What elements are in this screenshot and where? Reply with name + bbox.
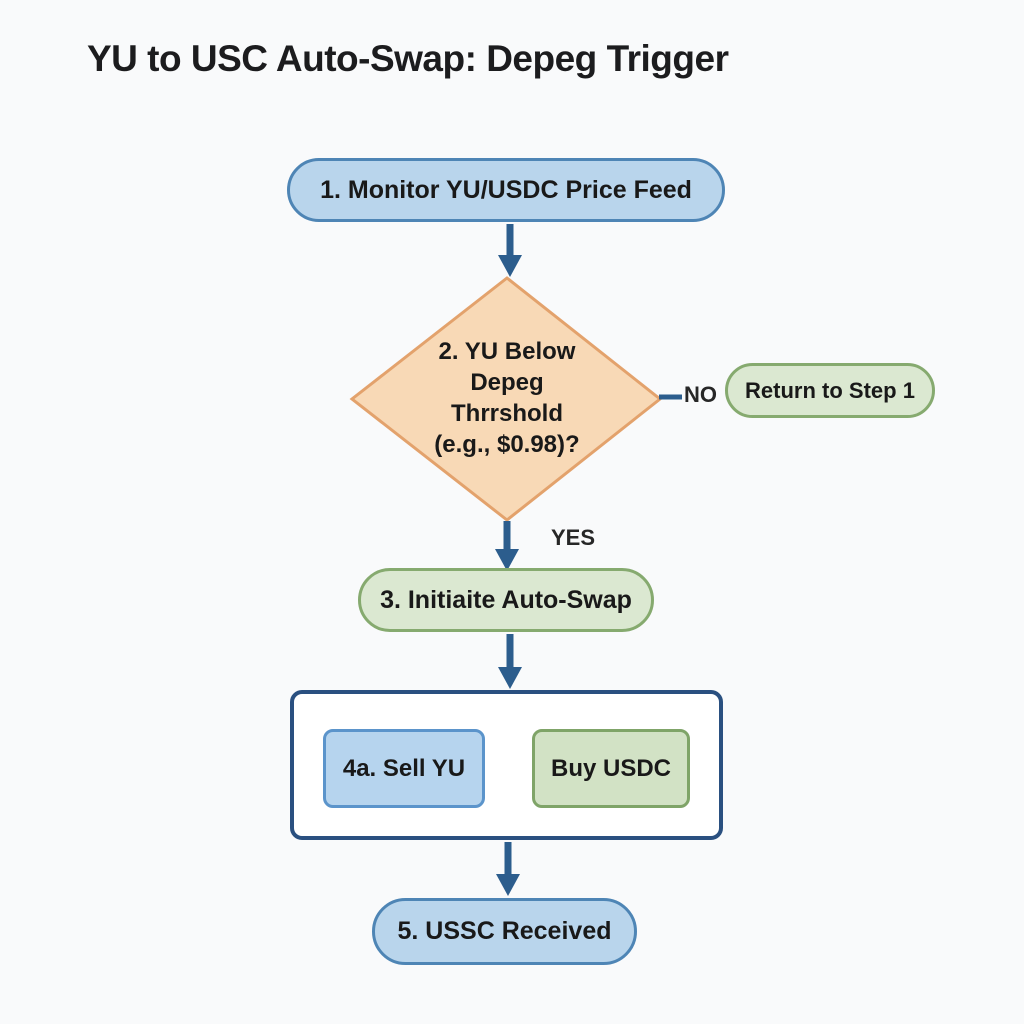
edge-label-yes: YES [551,525,596,550]
decision-line-4: (e.g., $0.98)? [434,431,580,458]
page-title: YU to USC Auto-Swap: Depeg Trigger [87,38,729,79]
decision-line-3: Thrrshold [451,400,563,427]
node-return-to-step1: Return to Step 1 [725,363,935,418]
node-step5-label: 5. USSC Received [397,917,612,945]
decision-line-1: 2. YU Below [438,338,576,365]
node-step4a-sell-yu: 4a. Sell YU [323,729,485,808]
node-step4b-label: Buy USDC [550,754,671,782]
arrow-step3-to-container [498,634,522,689]
decision-diamond-shape [349,276,663,522]
node-step3-initiate-swap: 3. Initiaite Auto-Swap [358,568,654,632]
node-step4b-buy-usdc: Buy USDC [532,729,690,808]
arrow-decision-to-step3 [495,521,519,571]
node-step3-label: 3. Initiaite Auto-Swap [380,585,632,614]
arrow-container-to-step5 [496,842,520,896]
node-return-label: Return to Step 1 [745,377,915,403]
decision-line-2: Depeg [470,369,544,396]
edge-label-no: NO [684,382,717,407]
node-step5-received: 5. USSC Received [372,898,637,965]
node-step1-monitor: 1. Monitor YU/USDC Price Feed [287,158,725,222]
node-step4a-label: 4a. Sell YU [342,754,466,782]
node-step1-label: 1. Monitor YU/USDC Price Feed [320,175,692,204]
node-decision-label: 2. YU Below Depeg Thrrshold (e.g., $0.98… [382,336,632,460]
arrow-step1-to-decision [498,224,522,277]
